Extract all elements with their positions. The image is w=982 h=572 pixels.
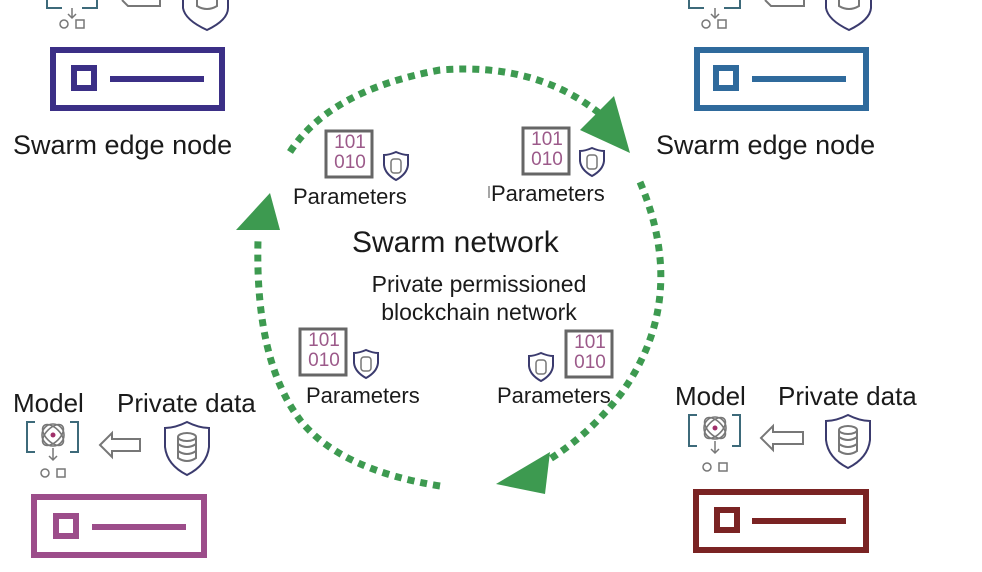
bottom-right-icons [688,413,871,472]
arrowhead-bottom [496,452,550,494]
left-arrow-icon [98,430,141,460]
server-bottom-right [693,489,869,553]
arc-bottom [254,239,441,490]
square-icon [56,468,66,478]
param-box-4 [528,329,614,383]
edge-node-label-top-right: Swarm edge node [656,130,876,160]
param-box-2 [488,126,605,198]
arrowhead-top-right [580,96,630,153]
model-bracket-icon [46,0,98,9]
binary-top: 101 [334,132,366,153]
binary-text-3: 101 010 [304,331,344,371]
subtitle-line-2: blockchain network [381,299,577,325]
binary-text-4: 101 010 [570,333,610,373]
parameters-label-4: Parameters [497,383,611,408]
server-top-right [694,47,869,111]
binary-top: 101 [308,330,340,351]
parameters-label-2: Parameters [491,181,605,206]
edge-node-label-top-left: Swarm edge node [13,130,233,160]
square-icon [75,19,85,29]
bottom-left-icons [26,420,210,478]
param-box-3 [298,327,379,380]
parameters-label-1: Parameters [293,184,407,209]
database-icon [196,0,218,10]
param-box-1 [324,129,409,182]
circle-icon [40,468,50,478]
private-data-label-bottom-right: Private data [778,381,917,411]
arc-top [287,65,608,154]
swarm-network-title: Swarm network [352,226,559,259]
model-label-bottom-right: Model [675,381,746,411]
database-icon [177,432,197,462]
shield-icon [164,420,210,477]
binary-bottom: 010 [574,352,606,373]
binary-bottom: 010 [531,149,563,170]
parameters-label-3: Parameters [306,383,420,408]
binary-top: 101 [531,129,563,150]
model-label-bottom-left: Model [13,388,84,418]
binary-text-1: 101 010 [330,133,370,173]
cycle-arcs [254,65,665,490]
model-bracket-icon [26,421,79,453]
left-arrow-icon [121,0,161,7]
server-top-left [50,47,225,111]
binary-top: 101 [574,332,606,353]
atom-icon [41,423,65,447]
small-shield-icon [383,150,409,182]
server-bottom-left [31,494,207,558]
circle-icon [59,19,69,29]
arrowhead-left [236,193,280,230]
private-data-label-bottom-left: Private data [117,388,256,418]
top-left-icons [46,0,229,32]
binary-text-2: 101 010 [527,130,567,170]
subtitle-line-1: Private permissioned [371,271,587,297]
binary-bottom: 010 [334,152,366,173]
swarm-network-subtitle: Private permissioned blockchain network [346,270,612,326]
shield-icon [182,0,229,32]
binary-bottom: 010 [308,350,340,371]
top-right-icons [688,0,872,32]
